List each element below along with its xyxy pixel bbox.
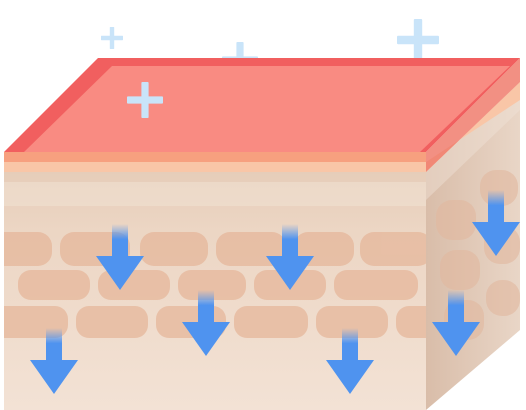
applied-film-layer bbox=[4, 58, 520, 172]
skin-front-face bbox=[4, 172, 426, 410]
plus-sparkle-icon bbox=[397, 19, 439, 61]
plus-sparkle-icon bbox=[101, 27, 123, 49]
